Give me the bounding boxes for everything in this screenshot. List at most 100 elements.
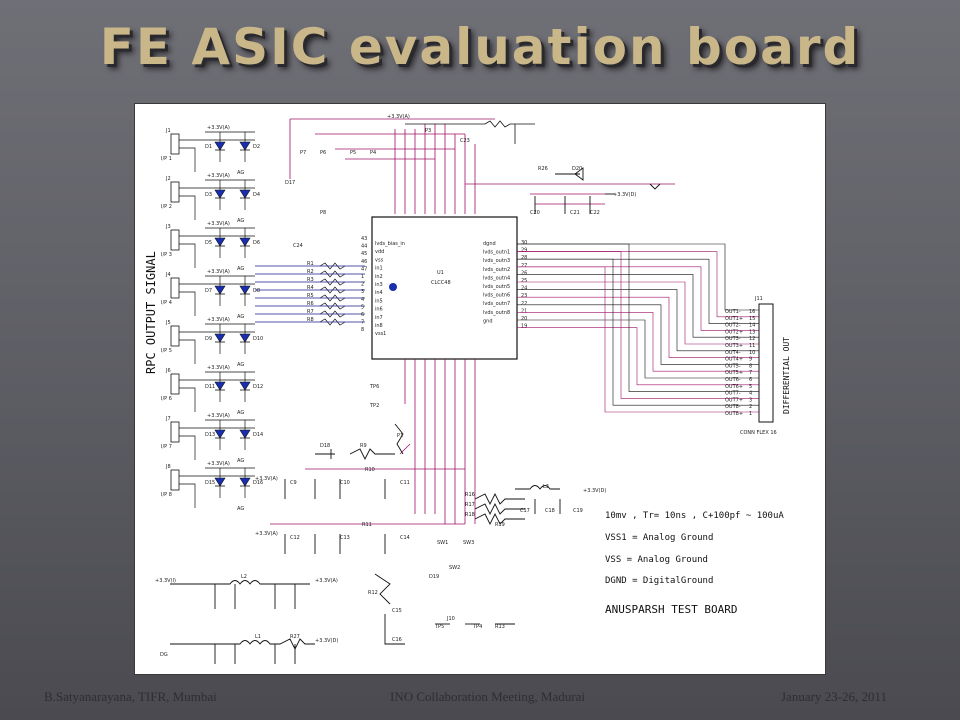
footer-author: B.Satyanarayana, TIFR, Mumbai: [44, 689, 217, 704]
label-c20: C20: [530, 210, 540, 216]
ic-pin-number: 24: [521, 286, 527, 292]
supply-topright: +3.3V(D): [613, 192, 636, 198]
connector-pin-number: 11: [749, 343, 755, 349]
diode-b: [239, 237, 251, 247]
input-port-label: I/P 7: [161, 444, 172, 450]
label-c13: C13: [340, 535, 350, 541]
input-port-label: I/P 5: [161, 348, 172, 354]
connector-out-label: OUT6-: [725, 377, 741, 383]
label-p8: P8: [320, 210, 326, 216]
output-trace: [517, 258, 759, 406]
input-ground-label: AG: [237, 314, 244, 320]
connector-caption: CONN FLEX 16: [740, 430, 777, 436]
ic-pin-name: lvds_outn7: [483, 301, 510, 307]
ic-pin-number: 22: [521, 301, 527, 307]
input-supply-label: +3.3V(A): [207, 413, 230, 419]
ic-pin-name: lvds_outn5: [483, 284, 510, 290]
label-tp2: TP2: [369, 403, 379, 409]
output-trace: [517, 296, 759, 358]
label-r18: R18: [465, 512, 475, 518]
label-r9: R9: [360, 443, 367, 449]
connector-side-label: DIFFERENTIAL OUT: [782, 337, 791, 414]
diode-b: [239, 477, 251, 487]
supply-filter-d: +3.3V(D): [315, 638, 338, 644]
label-j10: J10: [446, 616, 455, 622]
label-c9: C9: [290, 480, 297, 486]
input-resistor-label: R4: [307, 285, 314, 291]
label-c12: C12: [290, 535, 300, 541]
ic-pin-number: 20: [521, 316, 527, 322]
ic-pin1-dot: [389, 283, 397, 291]
label-c24: C24: [293, 243, 303, 249]
label-tp4: TP4: [472, 624, 482, 630]
input-jack: [170, 373, 180, 395]
diode-a: [214, 141, 226, 151]
label-p7: P7: [300, 150, 306, 156]
label-c16: C16: [392, 637, 402, 643]
label-d19: D19: [429, 574, 439, 580]
label-p6: P6: [320, 150, 326, 156]
connector-out-label: OUT2-: [725, 323, 741, 329]
input-supply-label: +3.3V(A): [207, 365, 230, 371]
input-wiring: [255, 265, 365, 323]
input-supply-label: +3.3V(A): [207, 221, 230, 227]
input-port-label: I/P 1: [161, 156, 172, 162]
label-r10: R10: [365, 467, 375, 473]
label-sw2: SW2: [449, 565, 460, 571]
ic-pin-name: lvds_bias_in: [375, 241, 405, 247]
connector-pin-number: 3: [749, 397, 752, 403]
ic-pin-number: 25: [521, 278, 527, 284]
label-c17: C17: [520, 508, 530, 514]
input-jack-label: J2: [165, 176, 171, 182]
supply-filter-a: +3.3V(A): [315, 578, 338, 584]
ic-pin-name: in8: [375, 323, 383, 329]
input-ground-label: AG: [237, 170, 244, 176]
input-supply-label: +3.3V(A): [207, 461, 230, 467]
diode-a: [214, 189, 226, 199]
connector-pin-number: 12: [749, 336, 755, 342]
ic-pin-name: in4: [375, 290, 383, 296]
bias-network: [289, 118, 495, 214]
input-port-label: I/P 3: [161, 252, 172, 258]
input-jack-label: J6: [165, 368, 171, 374]
ic-pin-name: lvds_outn2: [483, 267, 510, 273]
diode-a-label: D15: [205, 480, 215, 486]
ic-pin-number: 45: [361, 251, 367, 257]
output-bus: [517, 243, 759, 413]
diode-b-label: D4: [253, 192, 260, 198]
label-p4: P4: [370, 150, 376, 156]
diode-a-label: D11: [205, 384, 215, 390]
connector-out-label: OUT3+: [725, 343, 743, 349]
label-p5: P5: [350, 150, 356, 156]
label-c11: C11: [400, 480, 410, 486]
diode-b: [239, 285, 251, 295]
input-resistor-label: R8: [307, 317, 314, 323]
ic-pin-number: 4: [361, 297, 364, 303]
diode-b-label: D6: [253, 240, 260, 246]
supply-c9: +3.3V(A): [255, 476, 278, 482]
diode-a-label: D9: [205, 336, 212, 342]
ic-pin-name: lvds_outn3: [483, 258, 510, 264]
input-supply-label: +3.3V(A): [207, 269, 230, 275]
connector-pin-number: 1: [749, 411, 752, 417]
output-trace: [517, 266, 759, 331]
label-sw1: SW1: [437, 540, 448, 546]
connector-out-label: OUT4-: [725, 350, 741, 356]
ic-pin-number: 2: [361, 282, 364, 288]
label-r26: R26: [538, 166, 548, 172]
diode-b-label: D12: [253, 384, 263, 390]
label-c15: C15: [392, 608, 402, 614]
diode-a: [214, 285, 226, 295]
input-ground-label: AG: [237, 218, 244, 224]
connector-pin-number: 16: [749, 309, 755, 315]
label-r11: R11: [362, 522, 372, 528]
supply-filter-in: +3.3V(I): [155, 578, 176, 584]
ic-pin-name: vss: [375, 257, 384, 263]
output-trace: [517, 304, 759, 365]
connector-pin-number: 9: [749, 357, 752, 363]
footer-date: January 23-26, 2011: [781, 689, 888, 704]
input-ground-label: AG: [237, 266, 244, 272]
label-r12: R12: [368, 590, 378, 596]
connector-out-label: OUT6+: [725, 384, 743, 390]
